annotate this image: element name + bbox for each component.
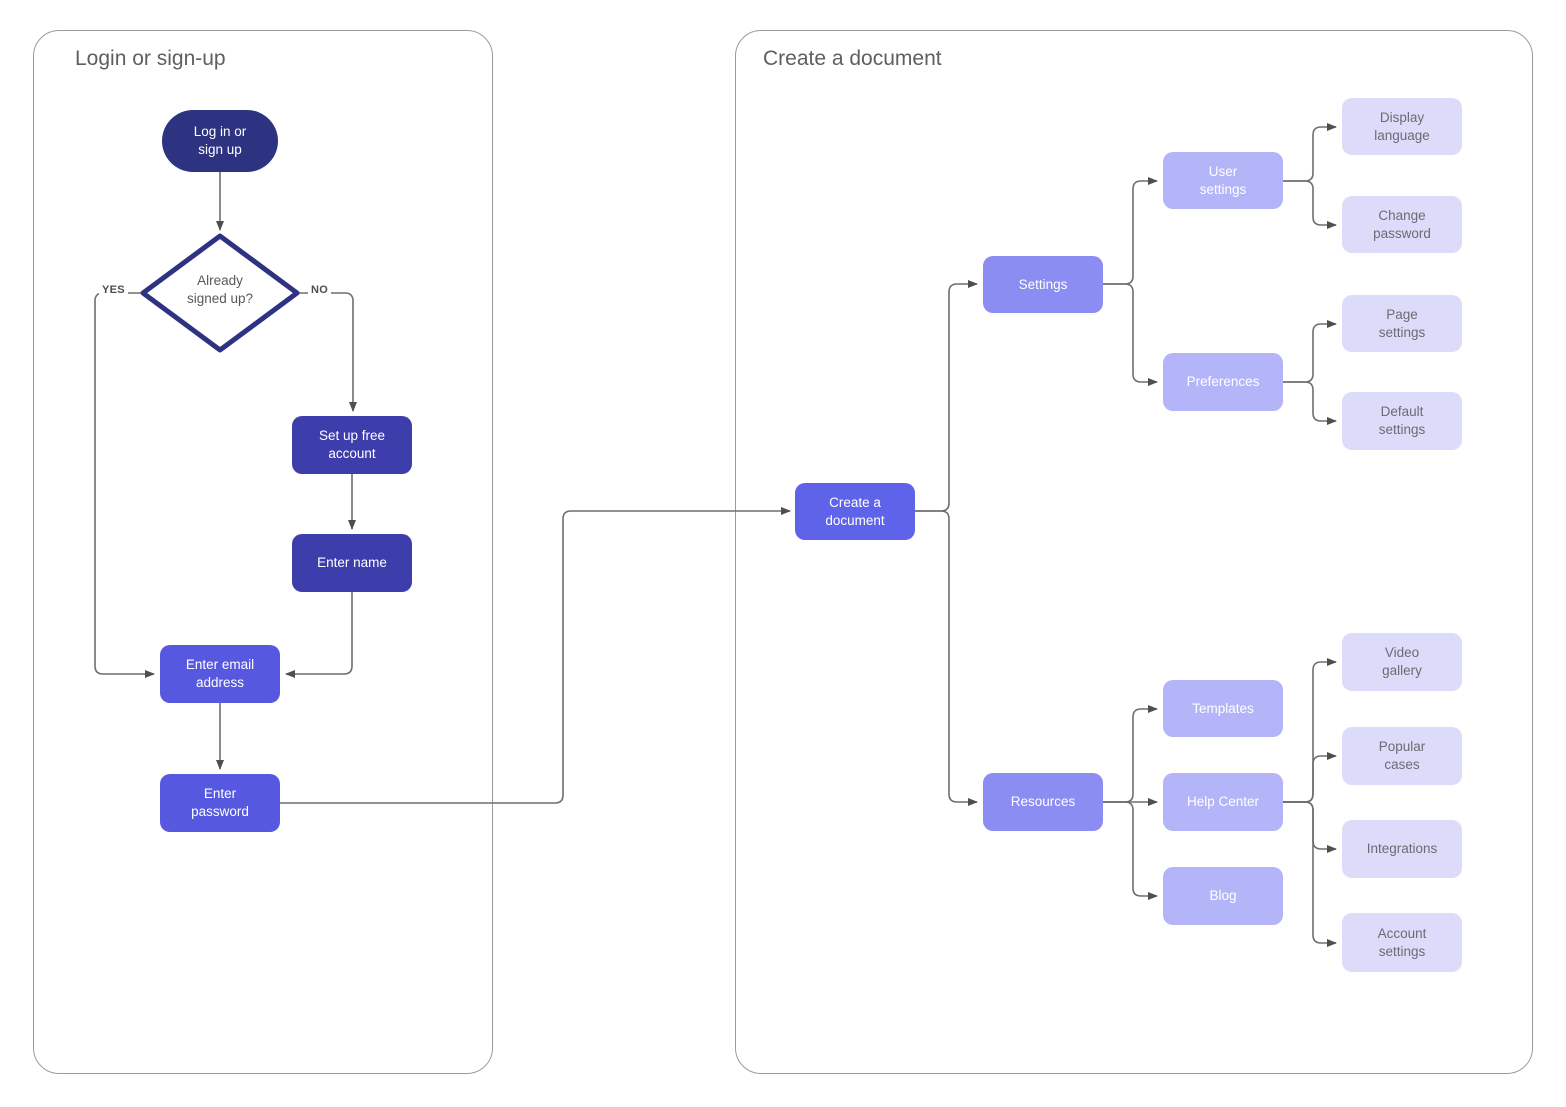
node-enter-name[interactable]: Enter name bbox=[292, 534, 412, 592]
node-preferences[interactable]: Preferences bbox=[1163, 353, 1283, 411]
edge-root-to-resources bbox=[915, 510, 978, 806]
edge-name-to-email bbox=[285, 592, 353, 678]
node-display-language[interactable]: Display language bbox=[1342, 98, 1462, 155]
node-create-a-document[interactable]: Create a document bbox=[795, 483, 915, 540]
edge-user-settings-to-change-password bbox=[1283, 180, 1337, 229]
node-log-in-or-sign-up[interactable]: Log in or sign up bbox=[162, 110, 278, 172]
edge-password-to-create-document bbox=[280, 507, 791, 804]
edge-help-center-to-video-gallery bbox=[1283, 658, 1337, 803]
edge-resources-to-blog bbox=[1103, 801, 1158, 900]
edge-label-no: NO bbox=[308, 284, 332, 296]
edge-label-yes: YES bbox=[99, 284, 128, 296]
node-settings[interactable]: Settings bbox=[983, 256, 1103, 313]
container-title-login: Login or sign-up bbox=[75, 47, 226, 70]
node-default-settings[interactable]: Default settings bbox=[1342, 392, 1462, 450]
edge-resources-to-templates bbox=[1103, 705, 1158, 803]
edge-help-center-to-popular-cases bbox=[1283, 752, 1337, 803]
node-popular-cases[interactable]: Popular cases bbox=[1342, 727, 1462, 785]
edge-root-to-settings bbox=[915, 280, 978, 512]
container-login-signup[interactable] bbox=[33, 30, 493, 1074]
node-video-gallery[interactable]: Video gallery bbox=[1342, 633, 1462, 691]
node-page-settings[interactable]: Page settings bbox=[1342, 295, 1462, 352]
node-set-up-free-account[interactable]: Set up free account bbox=[292, 416, 412, 474]
decision-diamond[interactable] bbox=[140, 233, 300, 353]
node-user-settings[interactable]: User settings bbox=[1163, 152, 1283, 209]
edge-user-settings-to-display-language bbox=[1283, 123, 1337, 182]
edge-help-center-to-account-settings bbox=[1283, 801, 1337, 947]
edge-settings-to-preferences bbox=[1103, 283, 1158, 386]
edge-preferences-to-default-settings bbox=[1283, 381, 1337, 425]
edge-decision-no-to-setup bbox=[298, 292, 357, 412]
edge-settings-to-user-settings bbox=[1103, 177, 1158, 285]
node-enter-password[interactable]: Enter password bbox=[160, 774, 280, 832]
node-help-center[interactable]: Help Center bbox=[1163, 773, 1283, 831]
edge-help-center-to-integrations bbox=[1283, 801, 1337, 853]
node-resources[interactable]: Resources bbox=[983, 773, 1103, 831]
decision-label: Already signed up? bbox=[186, 273, 254, 307]
node-blog[interactable]: Blog bbox=[1163, 867, 1283, 925]
node-enter-email-address[interactable]: Enter email address bbox=[160, 645, 280, 703]
edge-decision-yes-to-email bbox=[94, 292, 155, 678]
node-change-password[interactable]: Change password bbox=[1342, 196, 1462, 253]
node-account-settings[interactable]: Account settings bbox=[1342, 913, 1462, 972]
node-integrations[interactable]: Integrations bbox=[1342, 820, 1462, 878]
node-templates[interactable]: Templates bbox=[1163, 680, 1283, 737]
container-title-create-document: Create a document bbox=[763, 47, 942, 70]
edge-preferences-to-page-settings bbox=[1283, 320, 1337, 383]
